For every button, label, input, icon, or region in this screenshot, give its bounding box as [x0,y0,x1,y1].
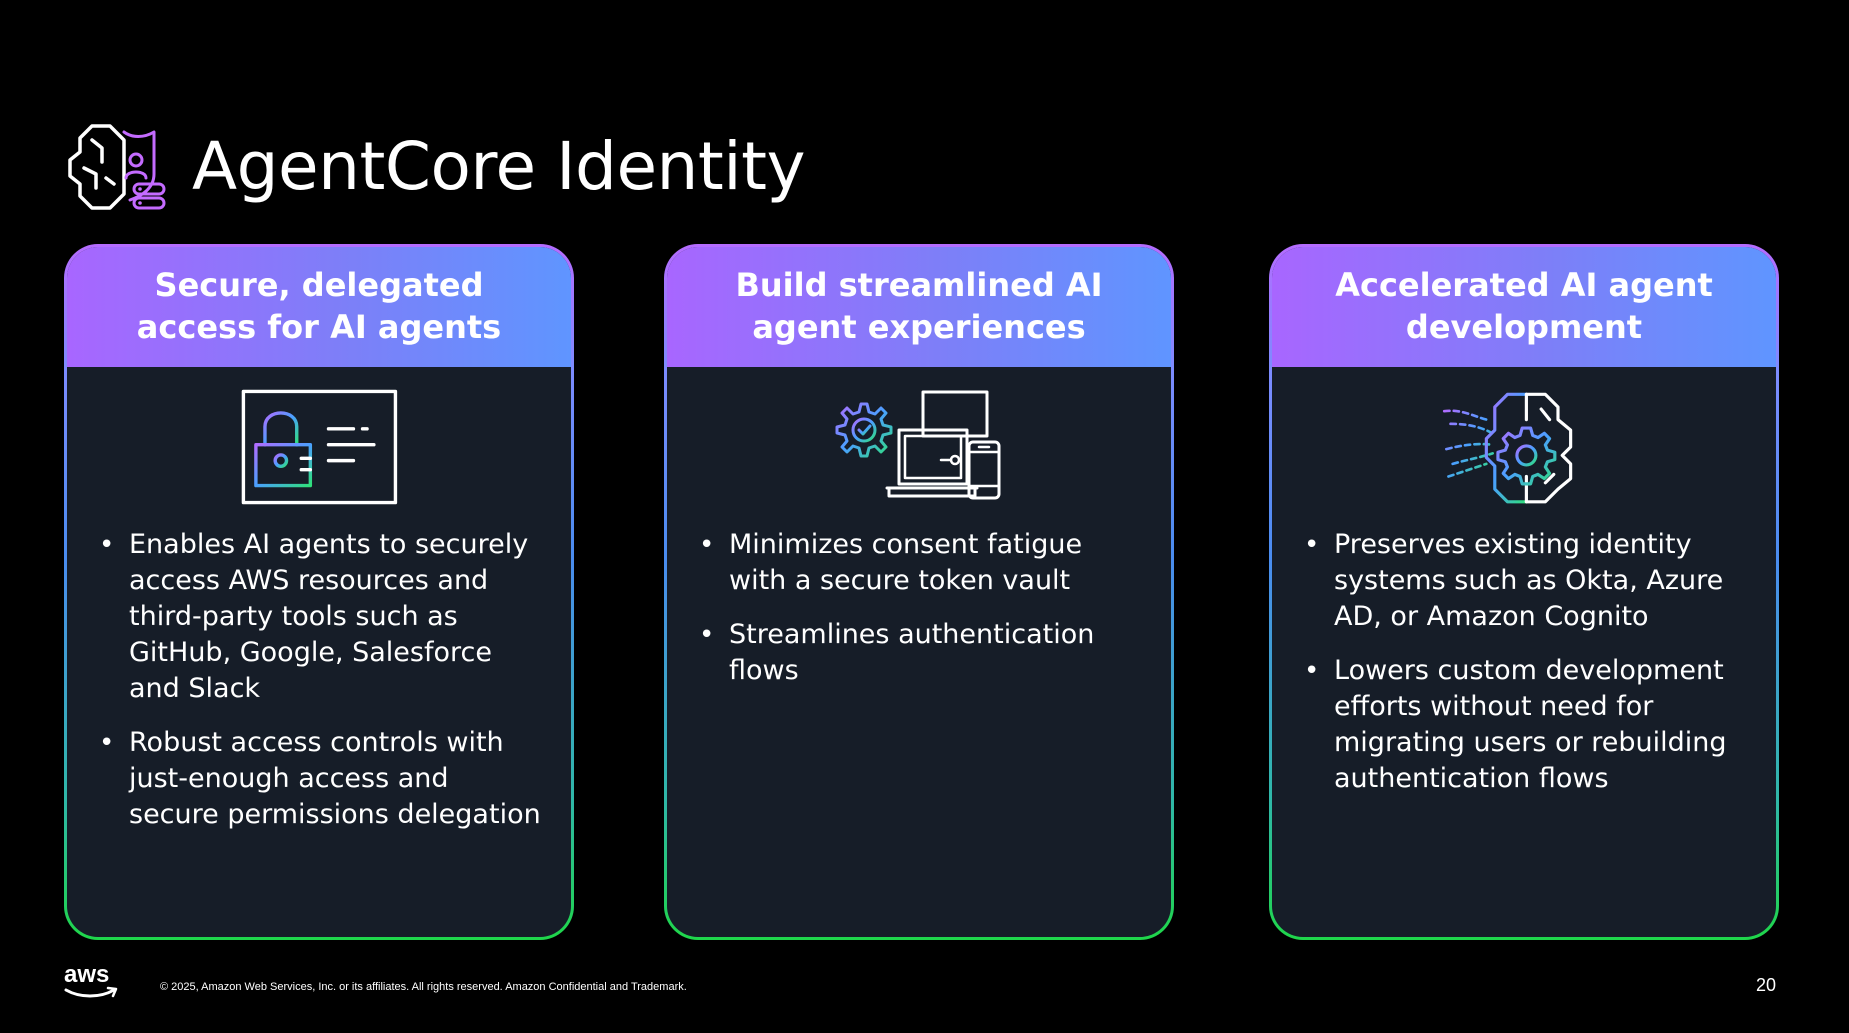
card-accelerated-development: Accelerated AI agent development [1269,244,1779,940]
lock-credential-icon [241,389,397,505]
card-header: Secure, delegated access for AI agents [67,247,571,367]
card-title: Secure, delegated access for AI agents [136,266,502,346]
card-streamlined-experiences: Build streamlined AI agent experiences [664,244,1174,940]
agentcore-identity-icon [68,124,166,210]
bullet-list: Preserves existing identity systems such… [1272,527,1776,797]
gear-devices-icon [835,390,1001,500]
list-item: Preserves existing identity systems such… [1304,527,1746,635]
list-item: Streamlines authentication flows [699,617,1141,689]
bullet-list: Minimizes consent fatigue with a secure … [667,527,1171,689]
title-row: AgentCore Identity [62,118,806,216]
copyright-text: © 2025, Amazon Web Services, Inc. or its… [160,981,687,993]
list-item: Minimizes consent fatigue with a secure … [699,527,1141,599]
card-title: Accelerated AI agent development [1335,266,1713,346]
bullet-list: Enables AI agents to securely access AWS… [67,527,571,833]
page-number: 20 [1755,975,1776,995]
list-item: Enables AI agents to securely access AWS… [99,527,541,707]
aws-logo: aws [64,961,118,998]
list-item: Robust access controls with just-enough … [99,725,541,833]
card-secure-access: Secure, delegated access for AI agents [64,244,574,940]
card-header: Build streamlined AI agent experiences [667,247,1171,367]
svg-text:aws: aws [64,961,109,988]
card-header: Accelerated AI agent development [1272,247,1776,367]
card-title: Build streamlined AI agent experiences [735,266,1103,346]
list-item: Lowers custom development efforts withou… [1304,653,1746,797]
brain-gear-icon [1442,392,1572,504]
page-title: AgentCore Identity [192,128,806,205]
